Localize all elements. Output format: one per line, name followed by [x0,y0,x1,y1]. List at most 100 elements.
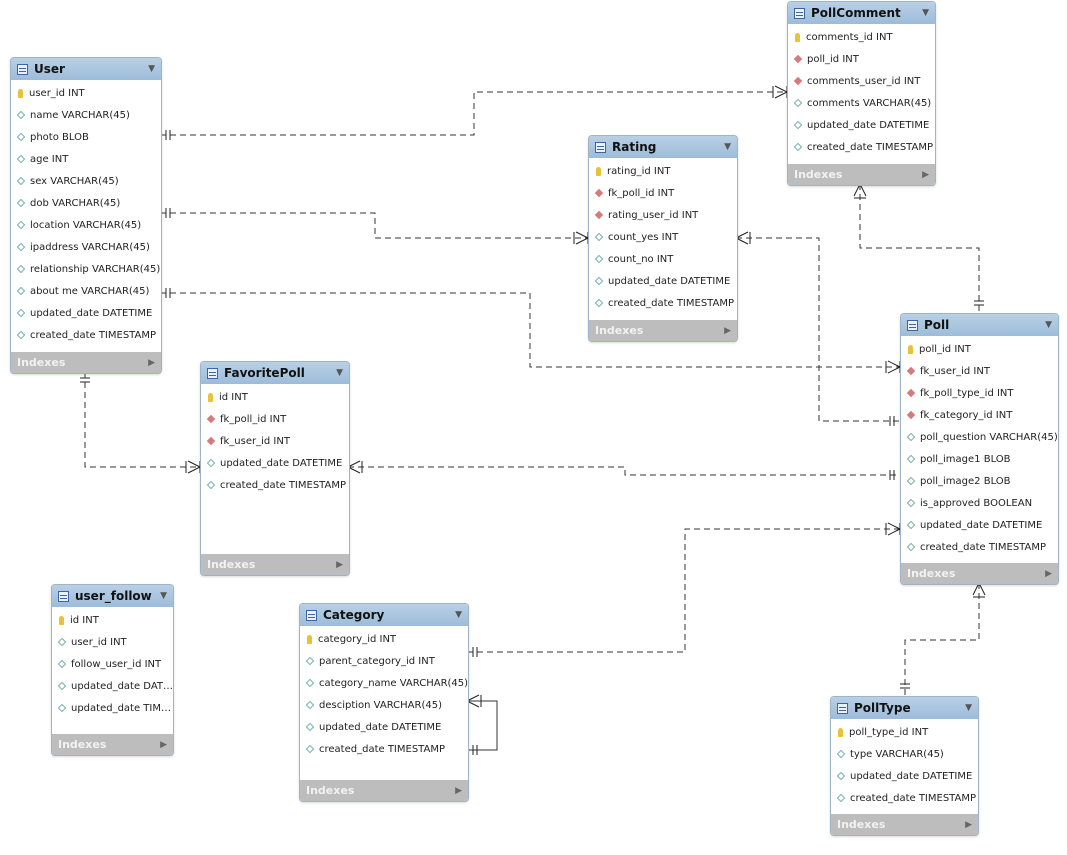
column-row[interactable]: user_id INT [52,631,173,653]
attribute-icon [793,98,803,108]
collapse-caret-icon[interactable]: ▼ [148,64,155,74]
column-row[interactable]: created_date TIMESTAMP [589,292,737,314]
indexes-bar[interactable]: Indexes▶ [901,563,1058,584]
column-label: count_yes INT [608,231,679,243]
column-row[interactable]: rating_id INT [589,160,737,182]
column-row[interactable]: comments_user_id INT [788,70,935,92]
collapse-caret-icon[interactable]: ▼ [1045,320,1052,330]
column-row[interactable]: ipaddress VARCHAR(45) [11,236,161,258]
expand-arrow-icon[interactable]: ▶ [724,325,731,336]
indexes-bar[interactable]: Indexes▶ [788,164,935,185]
column-row[interactable]: created_date TIMESTAMP [300,738,468,760]
expand-arrow-icon[interactable]: ▶ [965,819,972,830]
expand-arrow-icon[interactable]: ▶ [148,357,155,368]
table-header[interactable]: Category▼ [300,604,468,626]
collapse-caret-icon[interactable]: ▼ [724,142,731,152]
column-row[interactable]: user_id INT [11,82,161,104]
column-row[interactable]: updated_date DATETIME [201,452,349,474]
indexes-bar[interactable]: Indexes▶ [831,814,978,835]
column-row[interactable]: updated_date DATETIME [788,114,935,136]
table-header[interactable]: PollComment▼ [788,2,935,24]
column-row[interactable]: poll_image2 BLOB [901,470,1058,492]
rel-user-pollcomment [160,91,787,136]
column-row[interactable]: count_no INT [589,248,737,270]
expand-arrow-icon[interactable]: ▶ [455,785,462,796]
collapse-caret-icon[interactable]: ▼ [922,8,929,18]
column-row[interactable]: id INT [201,386,349,408]
column-row[interactable]: desciption VARCHAR(45) [300,694,468,716]
column-row[interactable]: updated_date TIM… [52,697,173,719]
column-row[interactable]: name VARCHAR(45) [11,104,161,126]
column-row[interactable]: dob VARCHAR(45) [11,192,161,214]
column-row[interactable]: fk_poll_id INT [589,182,737,204]
indexes-bar[interactable]: Indexes▶ [300,780,468,801]
column-row[interactable]: is_approved BOOLEAN [901,492,1058,514]
expand-arrow-icon[interactable]: ▶ [336,559,343,570]
table-header[interactable]: FavoritePoll▼ [201,362,349,384]
column-row[interactable]: poll_type_id INT [831,721,978,743]
column-row[interactable]: created_date TIMESTAMP [201,474,349,496]
column-row[interactable]: updated_date DATETIME [589,270,737,292]
column-row[interactable]: poll_image1 BLOB [901,448,1058,470]
collapse-caret-icon[interactable]: ▼ [160,591,167,601]
expand-arrow-icon[interactable]: ▶ [1045,568,1052,579]
column-row[interactable]: fk_user_id INT [201,430,349,452]
expand-arrow-icon[interactable]: ▶ [922,169,929,180]
column-row[interactable]: updated_date DATETIME [901,514,1058,536]
indexes-bar[interactable]: Indexes ▶ [52,734,173,755]
column-row[interactable]: poll_question VARCHAR(45) [901,426,1058,448]
column-row[interactable]: updated_date DAT… [52,675,173,697]
column-row[interactable]: fk_poll_id INT [201,408,349,430]
column-row[interactable]: poll_id INT [901,338,1058,360]
primary-key-icon [307,634,312,644]
column-row[interactable]: created_date TIMESTAMP [901,536,1058,558]
column-row[interactable]: location VARCHAR(45) [11,214,161,236]
collapse-caret-icon[interactable]: ▼ [336,368,343,378]
indexes-label: Indexes [58,738,107,751]
column-row[interactable]: created_date TIMESTAMP [788,136,935,158]
column-row[interactable]: created_date TIMESTAMP [11,324,161,346]
column-row[interactable]: poll_id INT [788,48,935,70]
column-row[interactable]: comments VARCHAR(45) [788,92,935,114]
table-header[interactable]: Rating▼ [589,136,737,158]
collapse-caret-icon[interactable]: ▼ [455,610,462,620]
column-row[interactable]: updated_date DATETIME [11,302,161,324]
indexes-bar[interactable]: Indexes▶ [589,320,737,341]
column-row[interactable]: parent_category_id INT [300,650,468,672]
column-row[interactable]: rating_user_id INT [589,204,737,226]
column-row[interactable]: about me VARCHAR(45) [11,280,161,302]
column-row[interactable]: created_date TIMESTAMP [831,787,978,809]
column-row[interactable]: updated_date DATETIME [300,716,468,738]
column-row[interactable]: category_name VARCHAR(45) [300,672,468,694]
column-row[interactable]: fk_category_id INT [901,404,1058,426]
table-header[interactable]: User▼ [11,58,161,80]
indexes-bar[interactable]: Indexes▶ [201,554,349,575]
column-row[interactable]: count_yes INT [589,226,737,248]
column-row[interactable]: id INT [52,609,173,631]
table-header[interactable]: PollType▼ [831,697,978,719]
column-row[interactable]: photo BLOB [11,126,161,148]
column-row[interactable]: updated_date DATETIME [831,765,978,787]
collapse-caret-icon[interactable]: ▼ [965,703,972,713]
column-row[interactable]: relationship VARCHAR(45) [11,258,161,280]
column-row[interactable]: sex VARCHAR(45) [11,170,161,192]
indexes-bar[interactable]: Indexes▶ [11,352,161,373]
column-row[interactable]: fk_user_id INT [901,360,1058,382]
column-row[interactable]: fk_poll_type_id INT [901,382,1058,404]
column-row[interactable]: category_id INT [300,628,468,650]
table-header[interactable]: user_follow▼ [52,585,173,607]
expand-arrow-icon[interactable]: ▶ [160,739,167,750]
column-row[interactable]: comments_id INT [788,26,935,48]
column-row[interactable]: type VARCHAR(45) [831,743,978,765]
column-row[interactable]: age INT [11,148,161,170]
table-header[interactable]: Poll▼ [901,314,1058,336]
column-row[interactable]: follow_user_id INT [52,653,173,675]
